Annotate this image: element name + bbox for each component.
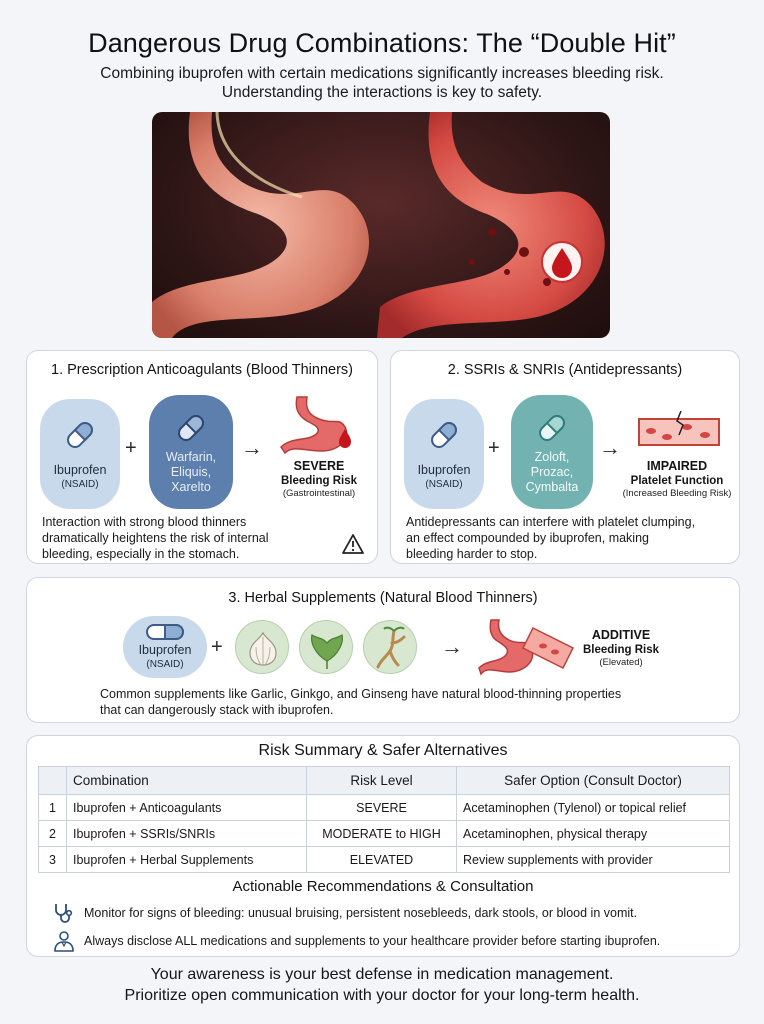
plus-sign: +: [211, 636, 223, 658]
recommendations-title: Actionable Recommendations & Consultatio…: [232, 878, 534, 895]
table-header-risk: Risk Level: [306, 766, 457, 795]
table-row: 2 Ibuprofen + SSRIs/SNRIs MODERATE to HI…: [38, 820, 730, 847]
ulcer-spot: [504, 269, 510, 275]
damaged-stomach-shape: [377, 112, 605, 338]
row-number: 2: [38, 820, 67, 847]
stomach-comparison-image: [152, 112, 605, 338]
section1-description: Interaction with strong blood thinners d…: [42, 515, 269, 561]
arrow-icon: →: [441, 634, 463, 659]
page-subtitle: Combining ibuprofen with certain medicat…: [100, 65, 664, 101]
arrow-icon: →: [599, 435, 621, 460]
row-risk: MODERATE to HIGH: [306, 820, 457, 847]
antidepressant-pill: Zoloft, Prozac, Cymbalta: [511, 395, 593, 509]
ginseng-root-icon: [363, 620, 417, 674]
ulcer-spot: [519, 247, 529, 257]
ulcer-spot: [469, 259, 475, 265]
section-anticoagulants-card: 1. Prescription Anticoagulants (Blood Th…: [26, 350, 378, 564]
ulcer-spot: [488, 228, 496, 236]
hero-stomach-illustration: [152, 112, 610, 338]
section-antidepressants-card: 2. SSRIs & SNRIs (Antidepressants) Ibupr…: [390, 350, 740, 564]
capsule-icon: [67, 422, 93, 448]
healthy-stomach-shape: [152, 112, 370, 338]
ibuprofen-pill: Ibuprofen (NSAID): [40, 399, 120, 509]
severe-risk-label: SEVERE Bleeding Risk (Gastrointestinal): [280, 459, 358, 499]
capsule-icon: [146, 624, 184, 640]
recommendation-monitor: Monitor for signs of bleeding: unusual b…: [52, 902, 637, 924]
table-header-num: [38, 766, 67, 795]
table-header-combination: Combination: [66, 766, 307, 795]
recommendation-disclose: Always disclose ALL medications and supp…: [52, 930, 660, 952]
plus-sign: +: [125, 437, 137, 459]
blood-vessel-icon: [638, 411, 720, 446]
capsule-icon: [431, 422, 457, 448]
row-number: 3: [38, 846, 67, 873]
section2-description: Antidepressants can interfere with plate…: [406, 515, 696, 561]
row-combination: Ibuprofen + SSRIs/SNRIs: [66, 820, 307, 847]
section-title: 2. SSRIs & SNRIs (Antidepressants): [447, 362, 683, 378]
footer-message: Your awareness is your best defense in m…: [124, 966, 640, 1004]
doctor-icon: [54, 931, 74, 952]
blood-drop-icon: [552, 248, 572, 278]
arrow-icon: →: [241, 435, 263, 460]
row-option: Acetaminophen (Tylenol) or topical relie…: [456, 794, 730, 821]
section3-description: Common supplements like Garlic, Ginkgo, …: [100, 687, 622, 717]
table-header-option: Safer Option (Consult Doctor): [456, 766, 730, 795]
impaired-risk-label: IMPAIRED Platelet Function (Increased Bl…: [622, 459, 732, 499]
row-combination: Ibuprofen + Herbal Supplements: [66, 846, 307, 873]
stethoscope-icon: [55, 904, 73, 923]
risk-summary-table: Combination Risk Level Safer Option (Con…: [38, 766, 730, 873]
ginkgo-leaf-icon: [299, 620, 353, 674]
section-herbal-card: 3. Herbal Supplements (Natural Blood Thi…: [26, 577, 740, 723]
table-header-row: Combination Risk Level Safer Option (Con…: [38, 766, 730, 795]
garlic-icon: [235, 620, 289, 674]
section-title: 1. Prescription Anticoagulants (Blood Th…: [51, 362, 353, 378]
row-combination: Ibuprofen + Anticoagulants: [66, 794, 307, 821]
bleeding-stomach-icon: [280, 396, 351, 455]
row-number: 1: [38, 794, 67, 821]
plus-sign: +: [488, 437, 500, 459]
row-risk: SEVERE: [306, 794, 457, 821]
ibuprofen-pill: Ibuprofen (NSAID): [404, 399, 484, 509]
ibuprofen-pill: Ibuprofen (NSAID): [123, 616, 207, 678]
warning-icon: [342, 534, 364, 554]
summary-title: Risk Summary & Safer Alternatives: [258, 742, 508, 759]
row-option: Review supplements with provider: [456, 846, 730, 873]
bleeding-stomach-vessel-icon: [478, 619, 575, 676]
stomach-lining-line: [215, 112, 303, 199]
section-title: 3. Herbal Supplements (Natural Blood Thi…: [228, 590, 538, 606]
row-risk: ELEVATED: [306, 846, 457, 873]
ulcer-spot: [543, 278, 551, 286]
additive-risk-label: ADDITIVE Bleeding Risk (Elevated): [582, 628, 660, 668]
table-row: 3 Ibuprofen + Herbal Supplements ELEVATE…: [38, 846, 730, 873]
capsule-icon: [539, 414, 565, 441]
capsule-icon: [178, 414, 204, 441]
anticoagulant-pill: Warfarin, Eliquis, Xarelto: [149, 395, 233, 509]
table-row: 1 Ibuprofen + Anticoagulants SEVERE Acet…: [38, 794, 730, 821]
row-option: Acetaminophen, physical therapy: [456, 820, 730, 847]
page-title: Dangerous Drug Combinations: The “Double…: [88, 28, 676, 58]
